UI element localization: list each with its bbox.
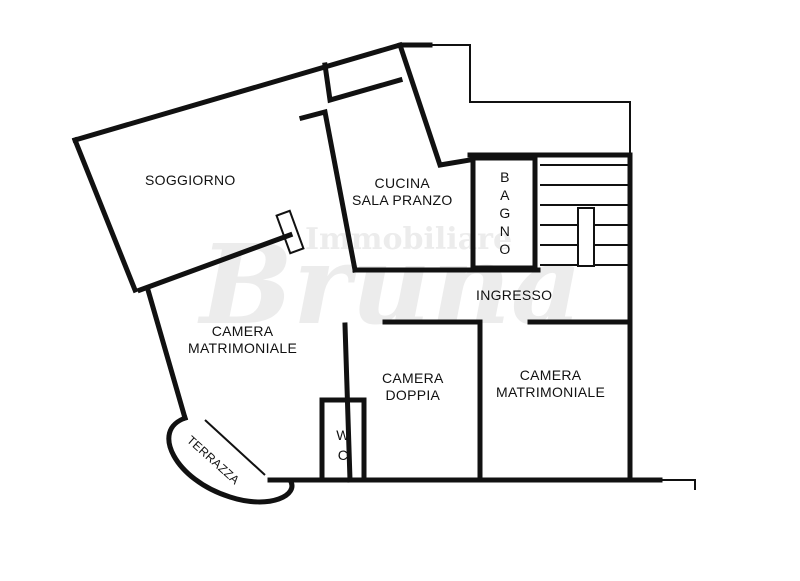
label-line2: MATRIMONIALE <box>496 384 606 400</box>
balcony-rail <box>630 479 696 490</box>
label-line1: CAMERA <box>382 370 444 386</box>
bagno-letter: A <box>500 187 510 203</box>
outer-wall-left <box>71 136 139 294</box>
pillar <box>275 209 305 255</box>
label-line2: MATRIMONIALE <box>188 340 298 356</box>
outer-wall-left-camera <box>144 286 189 422</box>
label-soggiorno: SOGGIORNO <box>145 172 236 188</box>
label-line1: CAMERA <box>211 323 274 339</box>
label-camera-doppia: CAMERA DOPPIA <box>382 370 444 404</box>
label-camera-matrimoniale-2: CAMERA MATRIMONIALE <box>496 367 605 401</box>
bagno-letter: G <box>499 205 511 221</box>
outer-wall-top <box>71 42 433 144</box>
terrazza-outline <box>166 414 295 505</box>
bagno-walls <box>470 155 538 271</box>
label-camera-matrimoniale-1: CAMERA MATRIMONIALE <box>188 323 297 357</box>
kitchen-right-wall <box>396 41 473 168</box>
label-wc: W C <box>336 425 350 465</box>
label-line2: DOPPIA <box>385 387 441 403</box>
label-cucina-line2: SALA PRANZO <box>352 192 453 208</box>
terrazza-door <box>204 419 266 476</box>
watermark-script: Bruna <box>200 220 583 349</box>
outer-wall-right-top <box>430 44 631 160</box>
wall-soggiorno-camera <box>136 231 294 294</box>
label-cucina-line1: CUCINA <box>374 175 431 191</box>
bagno-letter: B <box>500 169 510 185</box>
label-bagno: B A G N O <box>498 168 512 258</box>
label-cucina: CUCINA SALA PRANZO <box>352 175 453 209</box>
bagno-letter: O <box>499 241 511 257</box>
wall-cucina-pantry <box>322 62 404 104</box>
label-line1: CAMERA <box>519 367 582 383</box>
wc-letter: W <box>336 427 350 443</box>
label-ingresso: INGRESSO <box>476 287 553 303</box>
wc-letter: C <box>337 447 349 463</box>
bagno-letter: N <box>499 223 511 239</box>
wall-soggiorno-cucina <box>298 108 358 273</box>
wc-walls <box>319 397 367 483</box>
staircase <box>540 164 630 267</box>
watermark-top: Immobiliare <box>305 222 513 257</box>
